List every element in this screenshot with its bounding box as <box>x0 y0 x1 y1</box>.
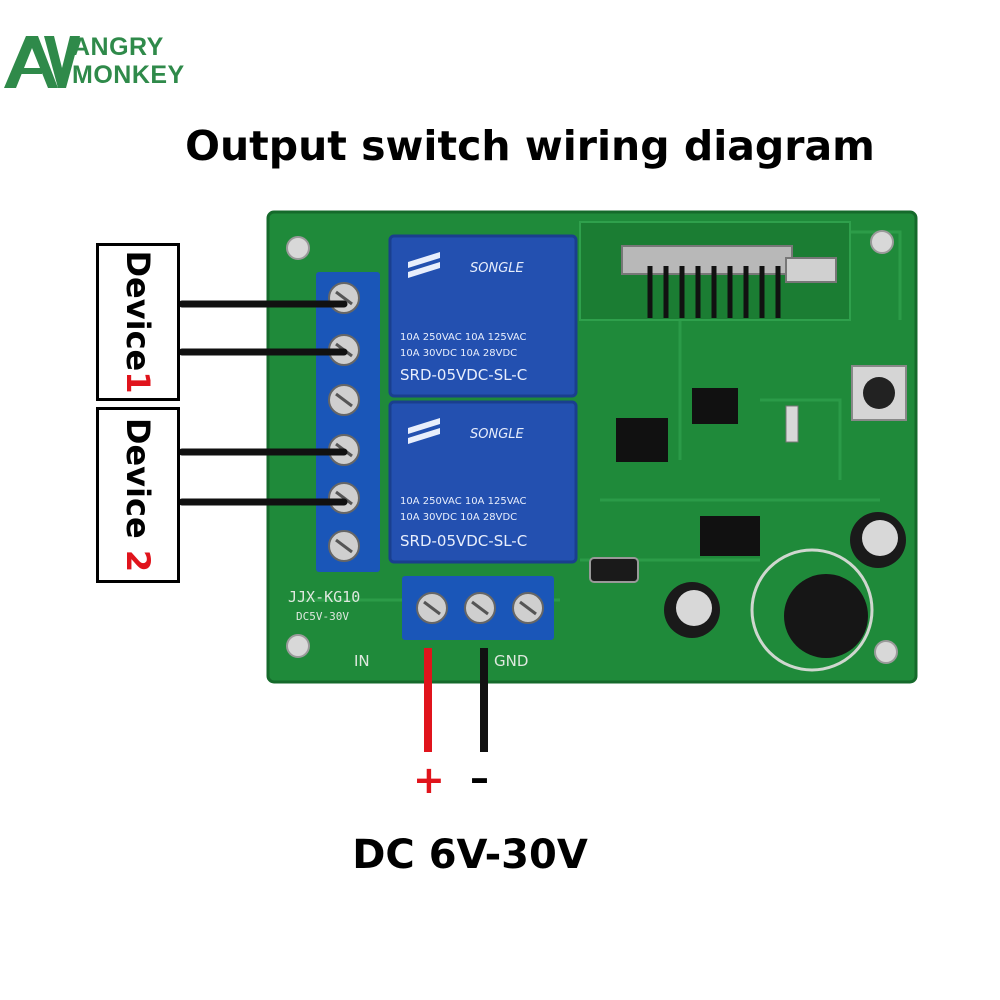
inductor <box>784 574 868 658</box>
mounting-holes <box>286 230 898 664</box>
power-terminal-screws <box>416 592 544 624</box>
relay-1-part-number: SRD-05VDC-SL-C <box>400 366 527 384</box>
negative-symbol: – <box>470 756 489 800</box>
logo-line-monkey: MONKEY <box>72 61 185 89</box>
positive-symbol: + <box>413 758 445 802</box>
power-supply-label: DC 6V-30V <box>352 832 588 878</box>
relay-1-spec-line-1: 10A 250VAC 10A 125VAC <box>400 332 527 343</box>
board-in-text: IN <box>354 652 370 670</box>
device-1-box: Device1 <box>96 243 180 401</box>
board-model-text: JJX-KG10 <box>288 588 360 606</box>
board-voltage-text: DC5V-30V <box>296 610 349 623</box>
crystal <box>589 557 639 583</box>
ic-chip-3 <box>700 516 760 556</box>
device-wires <box>178 300 348 506</box>
ic-chip-2 <box>616 418 668 462</box>
relay-1-brand: SONGLE <box>470 261 525 276</box>
relay-2 <box>388 400 578 564</box>
logo-mark-icon <box>4 36 80 88</box>
diagram-title: Output switch wiring diagram <box>185 122 875 170</box>
output-terminal-block <box>316 272 380 572</box>
relay-1-spec-line-2: 10A 30VDC 10A 28VDC <box>400 348 517 359</box>
brand-logo: ANGRY MONKEY <box>0 28 200 98</box>
relay-2-spec-line-2: 10A 30VDC 10A 28VDC <box>400 512 517 523</box>
relay-2-part-number: SRD-05VDC-SL-C <box>400 532 527 550</box>
relay-2-spec-line-1: 10A 250VAC 10A 125VAC <box>400 496 527 507</box>
relay-2-brand: SONGLE <box>470 427 525 442</box>
device-1-label: Device1 <box>119 250 157 394</box>
logo-line-angry: ANGRY <box>72 33 164 61</box>
board-gnd-text: GND <box>494 652 528 670</box>
relay-1 <box>388 234 578 398</box>
ic-chip-1 <box>692 388 738 424</box>
device-2-box: Device 2 <box>96 407 180 583</box>
device-2-label: Device 2 <box>119 417 157 573</box>
